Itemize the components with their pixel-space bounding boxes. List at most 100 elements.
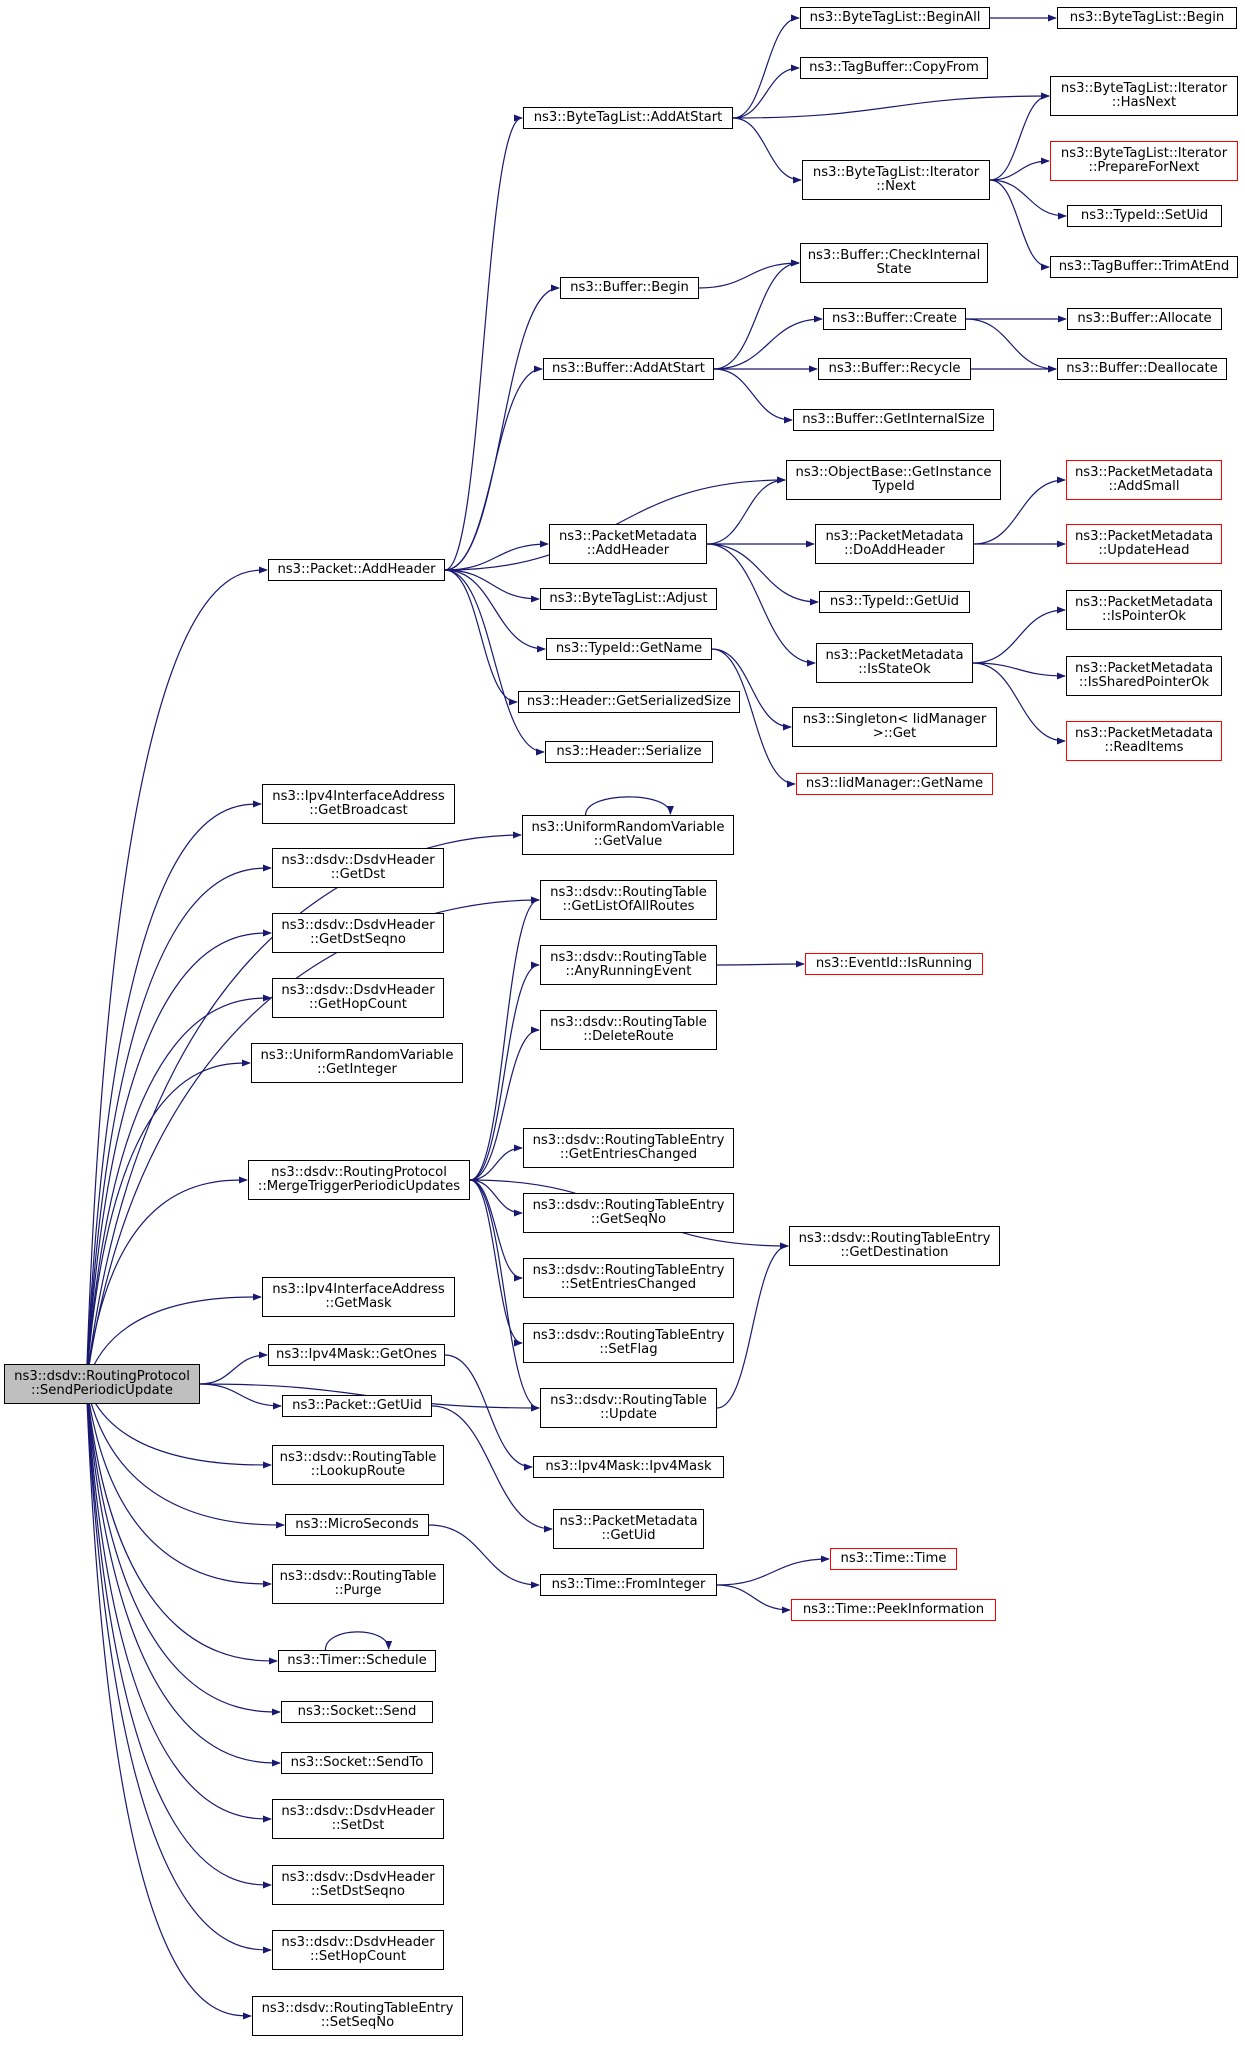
node-btl-begin[interactable]: ns3::ByteTagList::Begin [1057, 7, 1237, 29]
edge-addHeader-bufAddAtStart [444, 365, 543, 571]
node-label-line: ::SetHopCount [309, 1949, 407, 1964]
node-sock-send-to[interactable]: ns3::Socket::SendTo [281, 1752, 433, 1774]
node-label-line: ns3::dsdv::RoutingTableEntry [798, 1230, 991, 1246]
node-if-get-mask[interactable]: ns3::Ipv4InterfaceAddress::GetMask [262, 1277, 455, 1317]
node-label-line: ns3::dsdv::RoutingTable [279, 1568, 437, 1584]
node-rt-get-list[interactable]: ns3::dsdv::RoutingTable::GetListOfAllRou… [540, 880, 717, 920]
node-pm-read[interactable]: ns3::PacketMetadata::ReadItems [1066, 721, 1222, 761]
node-pm-upd-head[interactable]: ns3::PacketMetadata::UpdateHead [1066, 524, 1222, 564]
node-label-line: ::GetDst [330, 867, 386, 882]
node-dh-get-dst-seq[interactable]: ns3::dsdv::DsdvHeader::GetDstSeqno [272, 913, 444, 953]
node-btl-begin-all[interactable]: ns3::ByteTagList::BeginAll [800, 7, 990, 29]
node-timer-sched[interactable]: ns3::Timer::Schedule [278, 1650, 436, 1672]
node-urv-get-int[interactable]: ns3::UniformRandomVariable::GetInteger [251, 1043, 463, 1083]
node-pm-is-state[interactable]: ns3::PacketMetadata::IsStateOk [816, 643, 973, 683]
node-label-line: ::GetListOfAllRoutes [562, 899, 695, 914]
node-dh-set-dst-seq[interactable]: ns3::dsdv::DsdvHeader::SetDstSeqno [272, 1865, 444, 1905]
node-pm-add-small[interactable]: ns3::PacketMetadata::AddSmall [1066, 460, 1222, 500]
node-dh-get-hop[interactable]: ns3::dsdv::DsdvHeader::GetHopCount [272, 978, 444, 1018]
node-if-get-bcast[interactable]: ns3::Ipv4InterfaceAddress::GetBroadcast [262, 784, 455, 824]
node-tid-set-uid[interactable]: ns3::TypeId::SetUid [1067, 205, 1222, 227]
node-label-line: ns3::dsdv::RoutingTableEntry [532, 1132, 725, 1148]
edge-bufBegin-bufCheck [698, 259, 800, 289]
node-pm-add-header[interactable]: ns3::PacketMetadata::AddHeader [549, 524, 707, 564]
node-buf-add-at-start[interactable]: ns3::Buffer::AddAtStart [543, 358, 714, 380]
node-buf-allocate[interactable]: ns3::Buffer::Allocate [1067, 308, 1222, 330]
edge-root-sockSendTo [85, 1383, 281, 1767]
node-pm-get-uid[interactable]: ns3::PacketMetadata::GetUid [553, 1509, 704, 1549]
node-dh-set-hop[interactable]: ns3::dsdv::DsdvHeader::SetHopCount [272, 1930, 444, 1970]
edge-btlAddAtStart-itHasNext [732, 92, 1050, 119]
node-rt-any-run[interactable]: ns3::dsdv::RoutingTable::AnyRunningEvent [540, 945, 717, 985]
node-mask-ctor[interactable]: ns3::Ipv4Mask::Ipv4Mask [533, 1456, 724, 1478]
node-hdr-get-size[interactable]: ns3::Header::GetSerializedSize [518, 691, 740, 713]
node-label-line: ::GetSeqNo [590, 1212, 667, 1227]
node-time-peek[interactable]: ns3::Time::PeekInformation [791, 1599, 996, 1621]
node-ev-is-run[interactable]: ns3::EventId::IsRunning [805, 953, 983, 975]
node-rte-set-ent-ch[interactable]: ns3::dsdv::RoutingTableEntry::SetEntries… [523, 1258, 734, 1298]
node-label-line: ns3::Buffer::Deallocate [1066, 360, 1218, 376]
node-it-next[interactable]: ns3::ByteTagList::Iterator::Next [802, 160, 990, 200]
node-label-line: ns3::dsdv::RoutingTableEntry [261, 2000, 454, 2016]
node-label-line: ns3::dsdv::RoutingTableEntry [532, 1262, 725, 1278]
node-tb-copy-from[interactable]: ns3::TagBuffer::CopyFrom [800, 57, 988, 79]
node-urv-get-value[interactable]: ns3::UniformRandomVariable::GetValue [522, 815, 734, 855]
node-buf-dealloc[interactable]: ns3::Buffer::Deallocate [1057, 358, 1227, 380]
node-btl-adjust[interactable]: ns3::ByteTagList::Adjust [540, 588, 717, 610]
node-label-line: ns3::PacketMetadata [1074, 528, 1214, 544]
node-iid-get-name[interactable]: ns3::IidManager::GetName [796, 773, 993, 795]
node-it-has-next[interactable]: ns3::ByteTagList::Iterator::HasNext [1050, 76, 1238, 116]
node-rte-set-flag[interactable]: ns3::dsdv::RoutingTableEntry::SetFlag [523, 1323, 734, 1363]
node-label-line: ::DeleteRoute [583, 1029, 674, 1044]
edge-root-ifGetMask [85, 1293, 262, 1385]
node-label-line: ns3::Socket::SendTo [290, 1754, 424, 1770]
node-tid-get-name[interactable]: ns3::TypeId::GetName [546, 638, 712, 660]
node-buf-begin[interactable]: ns3::Buffer::Begin [560, 277, 699, 299]
node-micro[interactable]: ns3::MicroSeconds [285, 1514, 429, 1536]
node-pkt-get-uid[interactable]: ns3::Packet::GetUid [282, 1395, 432, 1417]
node-label-line: ns3::TypeId::GetName [555, 640, 703, 656]
node-root[interactable]: ns3::dsdv::RoutingProtocol::SendPeriodic… [4, 1364, 200, 1404]
node-label-line: ::PrepareForNext [1088, 160, 1200, 175]
node-rte-get-ent-ch[interactable]: ns3::dsdv::RoutingTableEntry::GetEntries… [523, 1128, 734, 1168]
node-time-from-int[interactable]: ns3::Time::FromInteger [540, 1574, 717, 1596]
node-singleton[interactable]: ns3::Singleton< IidManager>::Get [792, 707, 997, 747]
node-dh-set-dst[interactable]: ns3::dsdv::DsdvHeader::SetDst [272, 1799, 444, 1839]
node-label-line: ns3::Buffer::Allocate [1077, 310, 1212, 326]
node-buf-get-size[interactable]: ns3::Buffer::GetInternalSize [793, 409, 994, 431]
node-pm-do-add[interactable]: ns3::PacketMetadata::DoAddHeader [815, 524, 974, 564]
node-rt-lookup[interactable]: ns3::dsdv::RoutingTable::LookupRoute [272, 1445, 444, 1485]
node-it-prepare[interactable]: ns3::ByteTagList::Iterator::PrepareForNe… [1050, 141, 1238, 181]
node-sock-send[interactable]: ns3::Socket::Send [281, 1701, 433, 1723]
node-label-line: ns3::Buffer::Begin [570, 279, 689, 295]
node-label-line: ::GetDstSeqno [310, 932, 406, 947]
node-pm-is-ptr[interactable]: ns3::PacketMetadata::IsPointerOk [1066, 590, 1222, 630]
node-buf-recycle[interactable]: ns3::Buffer::Recycle [818, 358, 971, 380]
node-dh-get-dst[interactable]: ns3::dsdv::DsdvHeader::GetDst [272, 848, 444, 888]
edge-btlAddAtStart-itNext [732, 117, 802, 184]
node-mask-get-ones[interactable]: ns3::Ipv4Mask::GetOnes [268, 1344, 445, 1366]
node-tb-trim[interactable]: ns3::TagBuffer::TrimAtEnd [1050, 256, 1238, 278]
node-rt-update[interactable]: ns3::dsdv::RoutingTable::Update [540, 1388, 717, 1428]
node-time-time[interactable]: ns3::Time::Time [830, 1548, 957, 1570]
node-label-line: ::HasNext [1111, 95, 1177, 110]
node-btl-add-at-start[interactable]: ns3::ByteTagList::AddAtStart [523, 107, 733, 129]
node-merge[interactable]: ns3::dsdv::RoutingProtocol::MergeTrigger… [248, 1160, 470, 1200]
node-tid-get-uid[interactable]: ns3::TypeId::GetUid [819, 591, 970, 613]
node-label-line: ns3::PacketMetadata [558, 528, 698, 544]
node-rte-set-seq[interactable]: ns3::dsdv::RoutingTableEntry::SetSeqNo [252, 1996, 463, 2036]
node-hdr-ser[interactable]: ns3::Header::Serialize [545, 741, 713, 763]
node-label-line: ns3::Packet::AddHeader [277, 561, 436, 577]
node-buf-create[interactable]: ns3::Buffer::Create [823, 308, 966, 330]
node-rt-delete[interactable]: ns3::dsdv::RoutingTable::DeleteRoute [540, 1010, 717, 1050]
node-add-header[interactable]: ns3::Packet::AddHeader [268, 559, 445, 581]
node-pm-is-shared[interactable]: ns3::PacketMetadata::IsSharedPointerOk [1066, 656, 1222, 696]
node-rte-get-seq[interactable]: ns3::dsdv::RoutingTableEntry::GetSeqNo [523, 1193, 734, 1233]
node-label-line: ::GetDestination [840, 1245, 949, 1260]
node-label-line: ns3::dsdv::RoutingTable [550, 884, 707, 900]
node-label-line: ::AnyRunningEvent [565, 964, 692, 979]
node-rte-get-dest[interactable]: ns3::dsdv::RoutingTableEntry::GetDestina… [789, 1226, 1000, 1266]
node-rt-purge[interactable]: ns3::dsdv::RoutingTable::Purge [272, 1564, 444, 1604]
